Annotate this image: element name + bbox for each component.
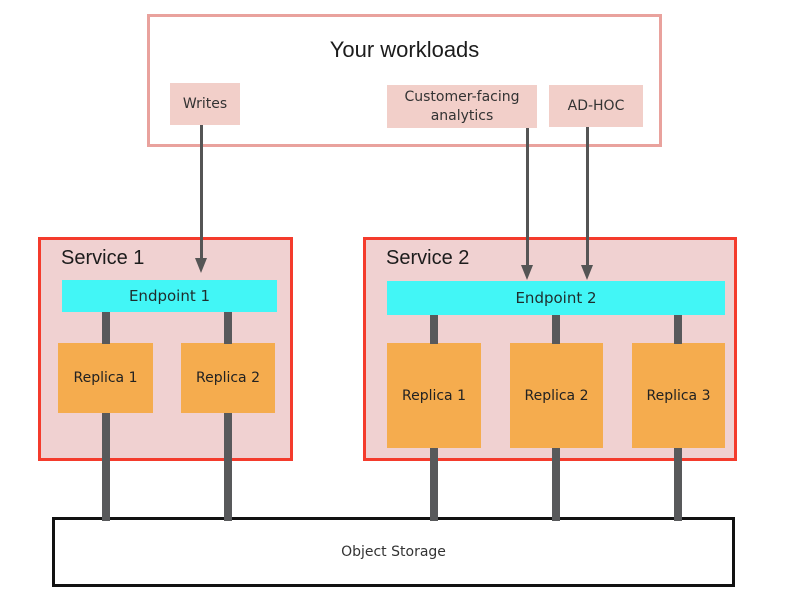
- service-2-replica-2: Replica 2: [510, 343, 603, 448]
- connector-endpoint1-replica2: [224, 312, 232, 344]
- object-storage-box: Object Storage: [52, 517, 735, 587]
- connector-endpoint2-replica1: [430, 315, 438, 344]
- workloads-title: Your workloads: [329, 37, 480, 62]
- workloads-box: Your workloads Writes Customer-facing an…: [147, 14, 662, 147]
- endpoint-2: Endpoint 2: [387, 281, 725, 315]
- service-1-box: Service 1 Endpoint 1 Replica 1 Replica 2: [38, 237, 293, 461]
- connector-endpoint2-replica3: [674, 315, 682, 344]
- arrowhead-analytics-icon: [521, 265, 533, 280]
- object-storage-label: Object Storage: [341, 544, 446, 560]
- arrowhead-adhoc-icon: [581, 265, 593, 280]
- arrow-writes-to-endpoint-1: [200, 125, 203, 258]
- connector-s2-replica2-storage: [552, 448, 560, 521]
- service-2-box: Service 2 Endpoint 2 Replica 1 Replica 2…: [363, 237, 737, 461]
- arrow-adhoc-to-endpoint-2: [586, 127, 589, 265]
- service-1-replica-1: Replica 1: [58, 343, 153, 413]
- workload-writes: Writes: [170, 83, 240, 125]
- arrowhead-writes-icon: [195, 258, 207, 273]
- connector-s1-replica1-storage: [102, 413, 110, 521]
- connector-endpoint2-replica2: [552, 315, 560, 344]
- connector-endpoint1-replica1: [102, 312, 110, 344]
- workload-customer-facing-analytics: Customer-facing analytics: [387, 85, 537, 128]
- arrow-analytics-to-endpoint-2: [526, 128, 529, 265]
- workload-ad-hoc: AD-HOC: [549, 85, 643, 127]
- connector-s1-replica2-storage: [224, 413, 232, 521]
- service-2-replica-3: Replica 3: [632, 343, 725, 448]
- service-2-replica-1: Replica 1: [387, 343, 481, 448]
- endpoint-1: Endpoint 1: [62, 280, 277, 312]
- service-1-replica-2: Replica 2: [181, 343, 275, 413]
- service-2-title: Service 2: [386, 247, 470, 269]
- service-1-title: Service 1: [61, 247, 145, 269]
- connector-s2-replica3-storage: [674, 448, 682, 521]
- connector-s2-replica1-storage: [430, 448, 438, 521]
